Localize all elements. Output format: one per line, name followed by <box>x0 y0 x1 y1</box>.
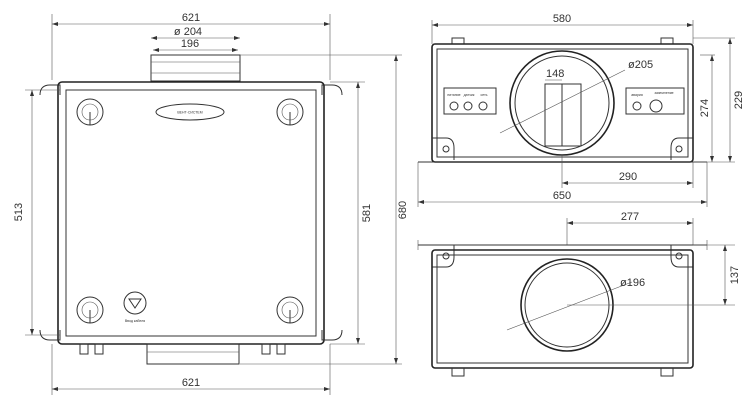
cable-entry-symbol: Ввод кабеля <box>123 291 147 323</box>
cable-entry-label: Ввод кабеля <box>125 319 145 323</box>
dim-side-width: 580 <box>553 13 571 25</box>
bottom-view: 277 ø196 137 <box>417 211 741 377</box>
dim-front-width-bottom: 621 <box>182 377 200 389</box>
brand-label: ВЕНТ-СИСТЕМ <box>177 111 202 115</box>
dim-side-offset: 290 <box>619 171 637 183</box>
panel-label-sensor: датчик <box>464 93 475 97</box>
dim-mount-spacing: 513 <box>13 203 25 221</box>
dim-side-height-a: 274 <box>699 99 711 117</box>
brand-plate: ВЕНТ-СИСТЕМ <box>155 103 225 121</box>
side-view: 580 питание датчик сеть авария заземлени… <box>417 13 745 207</box>
panel-label-ground: заземление <box>654 91 673 95</box>
cable-glands <box>79 343 286 355</box>
dim-spigot-dia: ø 204 <box>174 26 202 38</box>
dim-side-circle-dia: ø205 <box>628 59 653 71</box>
panel-label-power: питание <box>447 93 460 97</box>
front-view: 621 ø 204 196 ВЕНТ-СИСТЕМ <box>13 12 409 395</box>
dim-spigot-width: 196 <box>181 38 199 50</box>
dim-body-height: 581 <box>361 204 373 222</box>
panel-label-alarm: авария <box>631 93 643 97</box>
dim-side-inner: 148 <box>546 68 564 80</box>
dim-side-overall-width: 650 <box>553 190 571 202</box>
dim-side-height-b: 229 <box>733 91 745 109</box>
dim-bottom-height: 137 <box>729 266 741 284</box>
dim-front-width-top: 621 <box>182 12 200 24</box>
panel-label-network: сеть <box>480 93 487 97</box>
front-corner-fittings <box>76 98 304 324</box>
dim-bottom-offset: 277 <box>621 211 639 223</box>
dim-bottom-circle-dia: ø196 <box>620 277 645 289</box>
dim-overall-height: 680 <box>397 201 409 219</box>
